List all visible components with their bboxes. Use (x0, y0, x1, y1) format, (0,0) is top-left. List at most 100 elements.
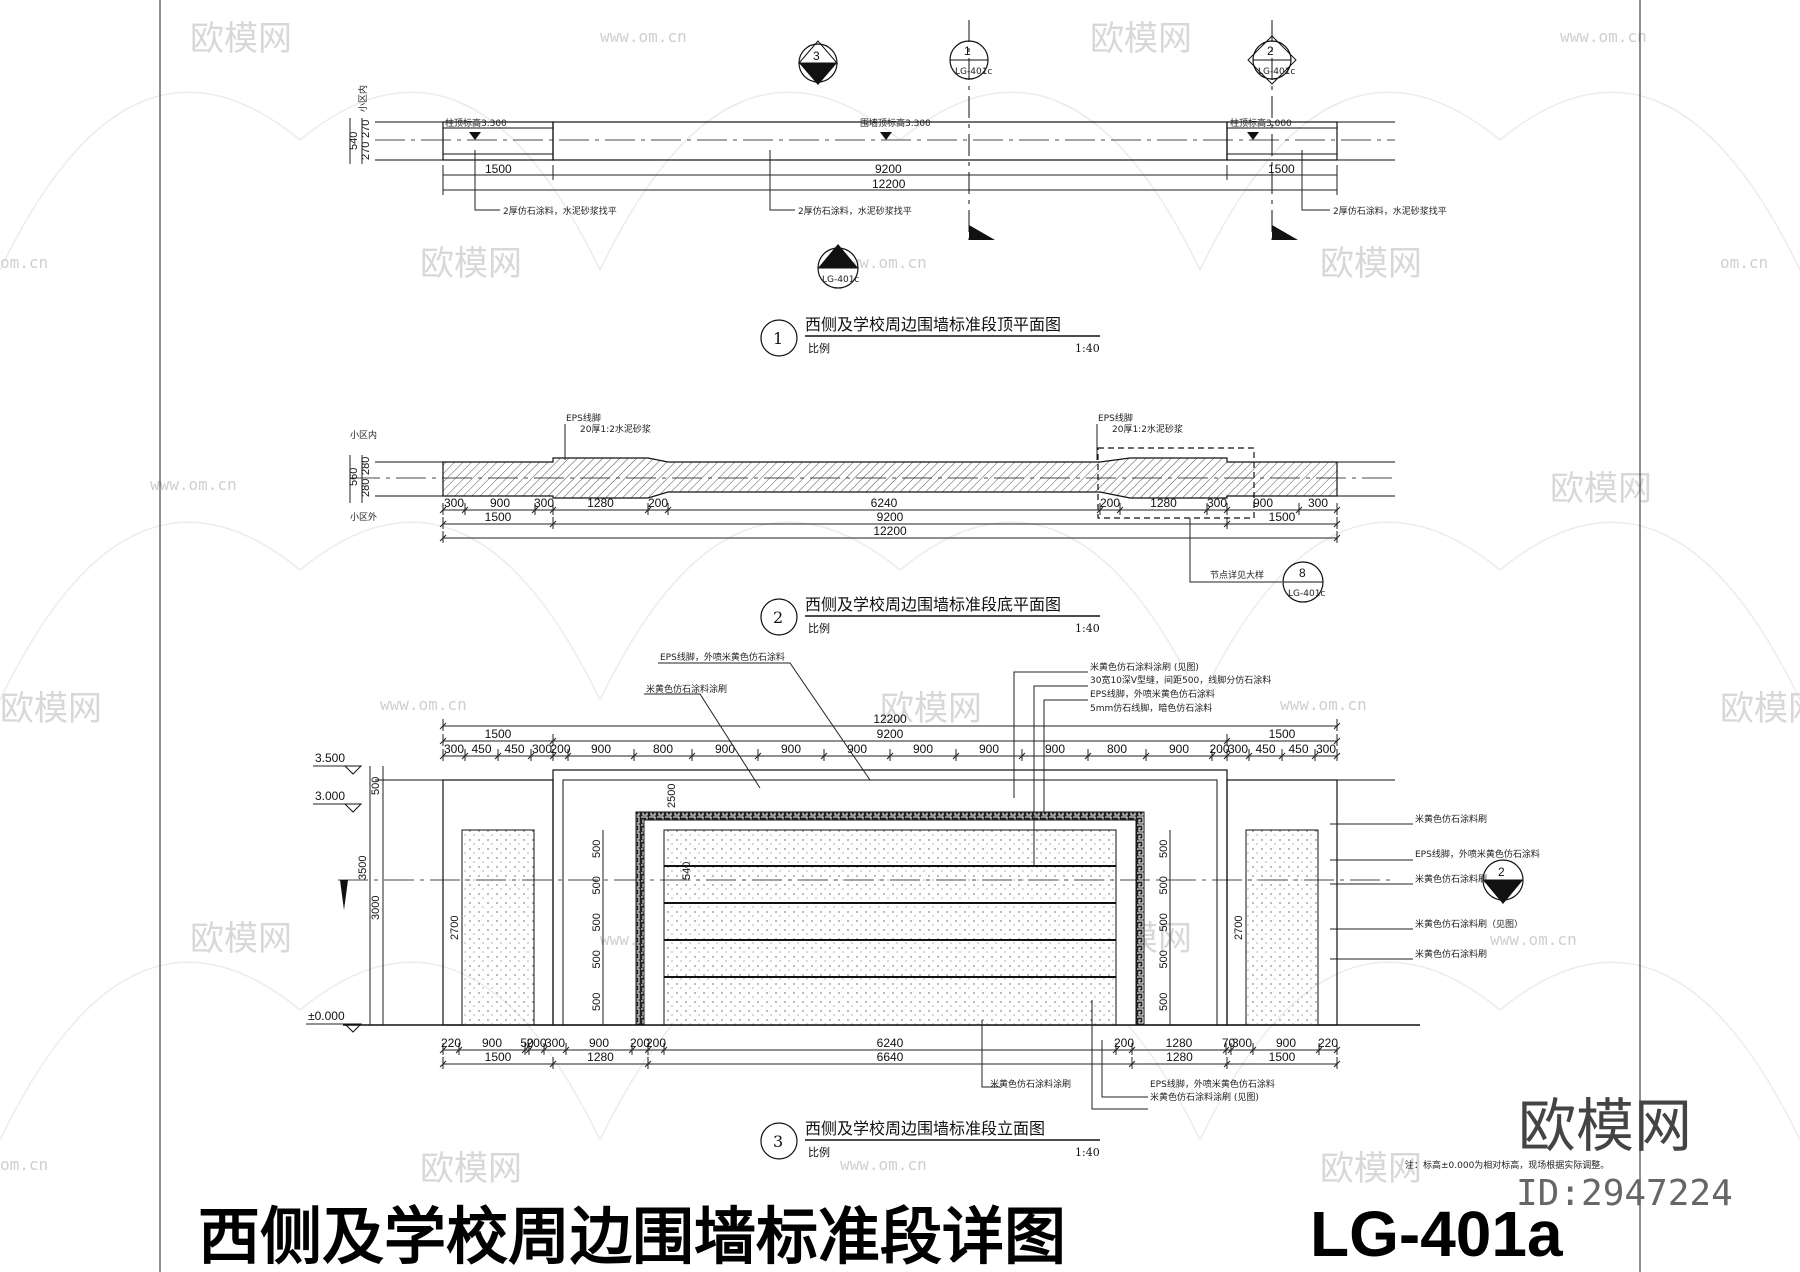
dim-tick-slash (1311, 752, 1319, 760)
eps-label: EPS线脚 (566, 412, 601, 424)
view-number: 2 (773, 608, 783, 627)
dim-tick-slash (1333, 752, 1341, 760)
dim-label: 1500 (485, 727, 512, 741)
dim-tick-slash (1223, 520, 1231, 528)
dim-tick-slash (660, 1046, 668, 1054)
dim-tick-slash (439, 520, 447, 528)
dim-label: 450 (504, 742, 524, 756)
dim-tick-slash (562, 1046, 570, 1054)
dim-label: 800 (653, 742, 673, 756)
level-label: 围墙顶标高3.300 (860, 117, 931, 129)
dim-label: 1500 (485, 162, 512, 176)
dim-tick-slash (1084, 752, 1092, 760)
dim-label: 3500 (357, 856, 369, 880)
scale-label: 比例 (808, 621, 830, 635)
dim-tick-slash (549, 506, 557, 514)
watermark-url: www.om.cn (1280, 695, 1367, 714)
dim-label: 300 (534, 496, 554, 510)
dim-label: 50 (520, 1036, 534, 1050)
dim-tick-slash (1333, 722, 1341, 730)
top-plan-view: 3 1 LG-401c 2 LG-401c (348, 20, 1447, 357)
dim-label: 500 (591, 950, 603, 968)
dim-label: 900 (1253, 496, 1273, 510)
watermark-brand: 欧模网 (1720, 689, 1800, 729)
dim-tick-slash (439, 722, 447, 730)
scale-value: 1:40 (1075, 342, 1100, 355)
scale-value: 1:40 (1075, 1146, 1100, 1159)
watermark-url: www.om.cn (150, 475, 237, 494)
dim-tick-slash (439, 506, 447, 514)
section-ref: LG-401c (955, 67, 992, 77)
dim-tick-slash (1096, 506, 1104, 514)
dim-tick-slash (1223, 752, 1231, 760)
dim-label: 500 (1158, 840, 1170, 858)
mortar-label: 20厚1:2水泥砂浆 (1112, 423, 1183, 435)
section-marker-1-bottom: 1 LG-401c (817, 244, 859, 289)
level-label: 柱顶标高3.300 (445, 117, 507, 129)
dim-label: 900 (979, 742, 999, 756)
dim-label: 2700 (1233, 916, 1245, 940)
watermark-brand: 欧模网 (1320, 1149, 1422, 1189)
dim-label: 300 (1207, 496, 1227, 510)
dim-tick-slash (521, 1046, 529, 1054)
watermark-brand: 欧模网 (1090, 19, 1192, 59)
dim-label: 900 (781, 742, 801, 756)
material-note: 米黄色仿石涂料涂刷 (990, 1078, 1071, 1090)
section-number: 1 (833, 252, 840, 266)
pier-left-panel (461, 829, 535, 1026)
dim-label: 1500 (485, 510, 512, 524)
scale-label: 比例 (808, 341, 830, 355)
dim-label: 300 (532, 742, 552, 756)
detail-callout: 8 LG-401c (1282, 561, 1325, 603)
dim-label: 280 (360, 457, 372, 475)
dim-tick-slash (1208, 752, 1216, 760)
dim-tick-slash (525, 1046, 533, 1054)
section-number: 1 (964, 44, 971, 58)
dim-label: 1500 (1269, 1050, 1296, 1064)
dim-tick-slash (1128, 1046, 1136, 1054)
dim-tick-slash (549, 1060, 557, 1068)
detail-note: 节点详见大样 (1210, 569, 1264, 581)
section-number: 2 (1498, 865, 1505, 879)
detail-box (1097, 447, 1255, 519)
dim-label: 900 (1045, 742, 1065, 756)
dim-label: 500 (591, 876, 603, 894)
dim-label: 300 (1308, 496, 1328, 510)
watermark-url-short: om.cn (0, 1155, 48, 1174)
watermark-url: www.om.cn (1560, 27, 1647, 46)
dim-label: 2500 (666, 784, 678, 808)
pier-right-panel (1245, 829, 1319, 1026)
section-ref: LG-401c (1258, 67, 1295, 77)
watermark-brand: 欧模网 (190, 19, 292, 59)
material-note: EPS线脚，外喷米黄色仿石涂料 (1150, 1078, 1275, 1090)
dim-label: 270 (360, 142, 372, 160)
level-note: 注：标高±0.000为相对标高，现场根据实际调整。 (1405, 1159, 1609, 1171)
dim-label: 450 (1288, 742, 1308, 756)
dim-label: 1280 (1166, 1036, 1193, 1050)
view-title-block: 1 西侧及学校周边围墙标准段顶平面图 比例 1:40 (760, 315, 1100, 357)
view-title-block: 2 西侧及学校周边围墙标准段底平面图 比例 1:40 (760, 595, 1100, 636)
dim-label: 200 (550, 742, 570, 756)
dim-tick-slash (1223, 1060, 1231, 1068)
view-title: 西侧及学校周边围墙标准段立面图 (805, 1119, 1045, 1138)
dim-label: 12200 (873, 524, 907, 538)
scale-value: 1:40 (1075, 622, 1100, 635)
dim-label: 270 (360, 120, 372, 138)
dim-tick-slash (1295, 506, 1303, 514)
dim-label: 500 (591, 840, 603, 858)
section-marker-2: 2 LG-401c (1247, 20, 1297, 240)
dim-label: 200 (1114, 1036, 1134, 1050)
dim-label: 6240 (877, 1036, 904, 1050)
dim-tick-slash (1333, 520, 1341, 528)
dim-label: 200 (526, 1036, 546, 1050)
view-title: 西侧及学校周边围墙标准段顶平面图 (805, 315, 1061, 334)
watermark-brand: 欧模网 (420, 244, 522, 284)
level-label: 3.000 (315, 789, 345, 803)
material-note: EPS线脚，外喷米黄色仿石涂料 (1415, 848, 1540, 860)
sheet-title: 西侧及学校周边围墙标准段详图 (198, 1200, 1066, 1272)
dim-tick-slash (1333, 1060, 1341, 1068)
view-title-block: 3 西侧及学校周边围墙标准段立面图 比例 1:40 (760, 1119, 1100, 1160)
dim-tick-slash (886, 752, 894, 760)
